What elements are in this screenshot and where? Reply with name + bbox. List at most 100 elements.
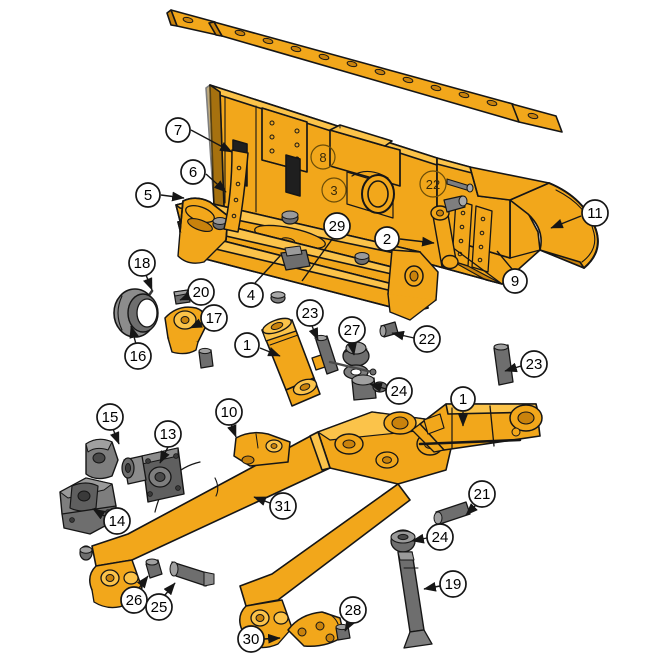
callout-16-bubble[interactable] xyxy=(124,342,152,370)
callout-20[interactable]: 20 xyxy=(187,278,215,306)
callout-23b[interactable]: 23 xyxy=(520,350,548,378)
push-frame-left-head xyxy=(177,197,229,264)
callout-29-bubble[interactable] xyxy=(323,212,351,240)
callout-10-bubble[interactable] xyxy=(215,398,243,426)
callout-17[interactable]: 17 xyxy=(200,304,228,332)
callout-9[interactable]: 9 xyxy=(502,268,528,294)
callout-22b[interactable]: 22 xyxy=(413,325,441,353)
callout-27-label: 27 xyxy=(344,322,361,339)
callout-14-bubble[interactable] xyxy=(103,507,131,535)
bushing-mid xyxy=(198,347,214,369)
callout-13[interactable]: 13 xyxy=(154,420,182,448)
pin-21 xyxy=(433,501,471,525)
callout-1a-bubble[interactable] xyxy=(234,332,260,358)
callout-25-leader xyxy=(163,582,176,596)
callout-1a[interactable]: 1 xyxy=(234,332,260,358)
callout-7-bubble[interactable] xyxy=(165,117,191,143)
nut-26 xyxy=(145,558,163,579)
callout-22a-bubble[interactable] xyxy=(419,170,447,198)
callout-11-bubble[interactable] xyxy=(581,199,609,227)
callout-15[interactable]: 15 xyxy=(96,403,124,431)
callout-7[interactable]: 7 xyxy=(165,117,191,143)
ball-yoke-17 xyxy=(164,306,208,355)
callout-31-leader xyxy=(253,496,271,506)
callout-31-bubble[interactable] xyxy=(269,492,297,520)
blade-brace xyxy=(451,199,503,285)
callout-3-bubble[interactable] xyxy=(321,177,347,203)
callout-19[interactable]: 19 xyxy=(439,570,467,598)
callout-30[interactable]: 30 xyxy=(237,625,265,653)
callout-30-bubble[interactable] xyxy=(237,625,265,653)
callout-31[interactable]: 31 xyxy=(269,492,297,520)
callout-28[interactable]: 28 xyxy=(339,596,367,624)
callout-4[interactable]: 4 xyxy=(238,282,264,308)
tilt-cylinder-1b xyxy=(411,403,543,453)
callout-6[interactable]: 6 xyxy=(180,159,206,185)
blade-ear-pin xyxy=(446,178,474,193)
callout-25[interactable]: 25 xyxy=(145,593,173,621)
callout-14[interactable]: 14 xyxy=(103,507,131,535)
callout-27[interactable]: 27 xyxy=(338,316,366,344)
callout-29[interactable]: 29 xyxy=(323,212,351,240)
callout-21-label: 21 xyxy=(474,486,491,503)
callout-26[interactable]: 26 xyxy=(120,586,148,614)
callout-28-bubble[interactable] xyxy=(339,596,367,624)
link-rod xyxy=(430,195,468,270)
callout-16-leader xyxy=(129,325,139,345)
callout-26-bubble[interactable] xyxy=(120,586,148,614)
callout-22a[interactable]: 22 xyxy=(419,170,447,198)
callout-2[interactable]: 2 xyxy=(374,226,400,252)
callout-27-bubble[interactable] xyxy=(338,316,366,344)
callout-9-bubble[interactable] xyxy=(502,268,528,294)
push-arm-left xyxy=(223,149,249,233)
callout-18-bubble[interactable] xyxy=(128,249,156,277)
callout-3[interactable]: 3 xyxy=(321,177,347,203)
callout-5-bubble[interactable] xyxy=(135,182,161,208)
bearing-ring-16 xyxy=(113,288,159,338)
callout-13-bubble[interactable] xyxy=(154,420,182,448)
callout-2-bubble[interactable] xyxy=(374,226,400,252)
callout-17-bubble[interactable] xyxy=(200,304,228,332)
callout-24a-bubble[interactable] xyxy=(385,377,413,405)
callout-22b-bubble[interactable] xyxy=(413,325,441,353)
callout-8-bubble[interactable] xyxy=(310,144,336,170)
callout-8[interactable]: 8 xyxy=(310,144,336,170)
callout-21-bubble[interactable] xyxy=(468,480,496,508)
callout-16[interactable]: 16 xyxy=(124,342,152,370)
callout-1b[interactable]: 1 xyxy=(450,386,476,412)
callout-27-leader xyxy=(347,342,357,356)
callout-19-bubble[interactable] xyxy=(439,570,467,598)
callout-4-leader xyxy=(254,255,281,284)
callout-7-leader xyxy=(190,129,233,153)
callout-1b-bubble[interactable] xyxy=(450,386,476,412)
callout-24a-label: 24 xyxy=(391,383,408,400)
callout-4-bubble[interactable] xyxy=(238,282,264,308)
callout-30-label: 30 xyxy=(243,631,260,648)
callout-24b-bubble[interactable] xyxy=(426,523,454,551)
blade-pivot-boss xyxy=(346,170,395,219)
pin-23b xyxy=(493,343,514,386)
trunnion-block-13 xyxy=(121,447,185,503)
callout-18-leader xyxy=(143,274,153,291)
callout-18[interactable]: 18 xyxy=(128,249,156,277)
callout-23b-bubble[interactable] xyxy=(520,350,548,378)
push-frame-right-head xyxy=(387,249,439,321)
callout-5[interactable]: 5 xyxy=(135,182,161,208)
callout-29-label: 29 xyxy=(329,218,346,235)
callout-2-leader xyxy=(399,236,435,247)
callout-21[interactable]: 21 xyxy=(468,480,496,508)
callout-10-label: 10 xyxy=(221,404,238,421)
callout-25-bubble[interactable] xyxy=(145,593,173,621)
callout-20-bubble[interactable] xyxy=(187,278,215,306)
callout-6-bubble[interactable] xyxy=(180,159,206,185)
callout-9-leader xyxy=(496,250,513,270)
callout-24b[interactable]: 24 xyxy=(426,523,454,551)
callout-10[interactable]: 10 xyxy=(215,398,243,426)
callout-23a[interactable]: 23 xyxy=(296,299,324,327)
bushing-24a xyxy=(351,374,377,401)
spring-washer-27 xyxy=(342,341,370,380)
callout-24a[interactable]: 24 xyxy=(385,377,413,405)
callout-15-bubble[interactable] xyxy=(96,403,124,431)
callout-11[interactable]: 11 xyxy=(581,199,609,227)
callout-23a-bubble[interactable] xyxy=(296,299,324,327)
